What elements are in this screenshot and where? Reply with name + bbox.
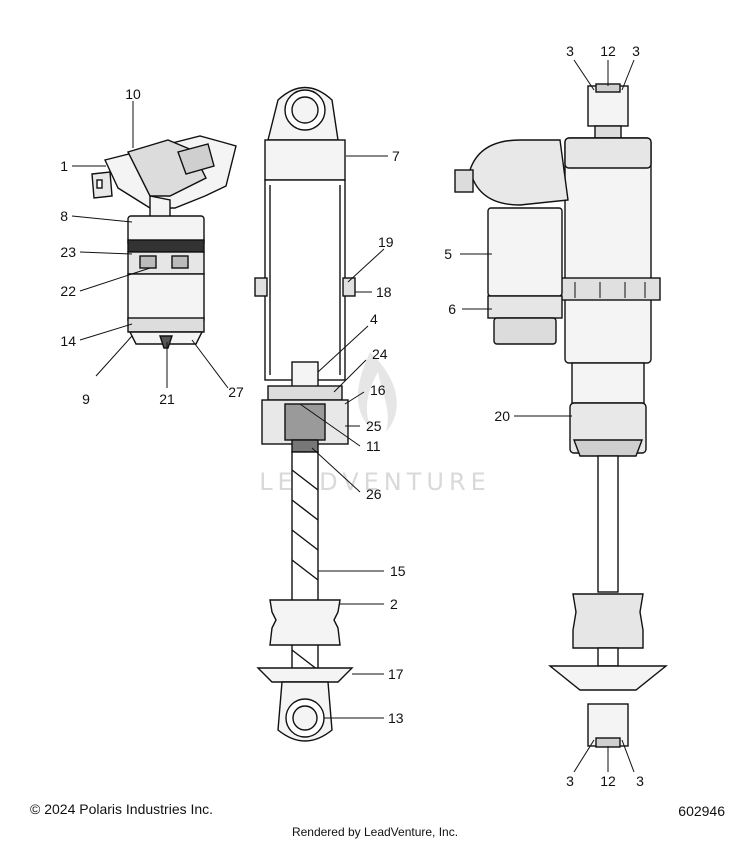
leader-26 xyxy=(311,447,361,493)
reservoir-assembly xyxy=(91,135,237,349)
reservoir-connector xyxy=(454,169,474,193)
callout-12-bottom: 12 xyxy=(600,773,616,789)
reservoir-can-5 xyxy=(487,207,563,297)
bottom-eye-hole xyxy=(292,705,318,731)
callout-19: 19 xyxy=(378,234,394,250)
bumper xyxy=(572,593,644,649)
bottom-out-cup-base xyxy=(572,439,644,457)
callout-6: 6 xyxy=(448,301,456,317)
callout-3-bottom-left: 3 xyxy=(566,773,574,789)
leader-19 xyxy=(347,248,385,283)
leader-3-top-left xyxy=(573,59,595,91)
adjuster-knob xyxy=(177,143,215,175)
reservoir-ring xyxy=(127,317,205,333)
plug-pin xyxy=(96,179,103,189)
lower-shaft xyxy=(597,647,619,667)
callout-9: 9 xyxy=(82,391,90,407)
leader-11 xyxy=(299,403,361,447)
leader-27 xyxy=(191,339,229,389)
spring-collar-left xyxy=(254,277,268,297)
callout-13: 13 xyxy=(388,710,404,726)
preload-collar xyxy=(555,277,661,301)
callout-20: 20 xyxy=(494,408,510,424)
leader-16 xyxy=(344,391,365,405)
callout-7: 7 xyxy=(392,148,400,164)
body-cap-7 xyxy=(264,139,346,181)
callout-10: 10 xyxy=(125,86,141,102)
leader-3-bottom-right xyxy=(621,739,635,773)
callout-5: 5 xyxy=(444,246,452,262)
leader-4 xyxy=(317,325,369,373)
top-eye-hole xyxy=(291,96,319,124)
valve-stem xyxy=(149,195,171,219)
leader-22 xyxy=(79,267,151,292)
callout-16: 16 xyxy=(370,382,386,398)
callout-26: 26 xyxy=(366,486,382,502)
spring-retainer-17 xyxy=(256,667,354,683)
piston-detail-right xyxy=(171,255,189,269)
shaft-hatching xyxy=(291,469,319,671)
callout-11: 11 xyxy=(366,438,381,454)
leader-3-top-right xyxy=(621,59,635,91)
bottom-bushing-12 xyxy=(595,737,621,748)
reservoir-oring-23 xyxy=(127,239,205,253)
piston-detail-left xyxy=(139,255,157,269)
leader-3-bottom-left xyxy=(573,739,595,773)
callout-14: 14 xyxy=(60,333,76,349)
callout-15: 15 xyxy=(390,563,406,579)
callout-23: 23 xyxy=(60,244,76,260)
callout-3-top-right: 3 xyxy=(632,43,640,59)
callout-numbers: 10 1 8 23 22 14 9 21 27 7 19 18 4 24 16 … xyxy=(60,43,644,789)
leader-8 xyxy=(71,215,133,223)
shock-cross-section xyxy=(254,86,356,742)
reservoir-body xyxy=(127,273,205,321)
callout-1: 1 xyxy=(60,158,68,174)
schrader-valve-21 xyxy=(159,335,173,349)
callout-22: 22 xyxy=(60,283,76,299)
callout-27: 27 xyxy=(228,384,244,400)
lower-body xyxy=(571,362,645,404)
leader-14 xyxy=(79,323,133,341)
callout-18: 18 xyxy=(376,284,392,300)
leader-lines xyxy=(71,59,635,773)
main-tube xyxy=(264,179,346,381)
reservoir-valve-housing xyxy=(469,139,569,206)
reservoir-end xyxy=(493,317,557,345)
leader-23 xyxy=(79,251,133,255)
callout-3-bottom-right: 3 xyxy=(636,773,644,789)
diagram-number: 602946 xyxy=(678,803,725,819)
callout-24: 24 xyxy=(372,346,388,362)
callout-25: 25 xyxy=(366,418,382,434)
reservoir-band-6 xyxy=(487,295,563,319)
callout-17: 17 xyxy=(388,666,404,682)
leader-24 xyxy=(333,359,367,393)
callout-8: 8 xyxy=(60,208,68,224)
leader-9 xyxy=(95,335,133,377)
spring-retainer xyxy=(548,665,668,691)
callout-2: 2 xyxy=(390,596,398,612)
shock-body xyxy=(564,137,652,364)
rendered-by-credit: Rendered by LeadVenture, Inc. xyxy=(291,825,459,839)
shaft xyxy=(597,455,619,593)
callout-4: 4 xyxy=(370,311,378,327)
copyright-notice: © 2024 Polaris Industries Inc. xyxy=(30,801,214,817)
piston-24 xyxy=(267,385,343,401)
top-mount-neck xyxy=(594,125,622,139)
callout-3-top-left: 3 xyxy=(566,43,574,59)
callout-21: 21 xyxy=(159,391,175,407)
bumper-2 xyxy=(269,599,341,646)
seal-head-25 xyxy=(284,403,326,441)
callout-12-top: 12 xyxy=(600,43,616,59)
spring-collar-right-18 xyxy=(342,277,356,297)
body-cap xyxy=(564,137,652,169)
